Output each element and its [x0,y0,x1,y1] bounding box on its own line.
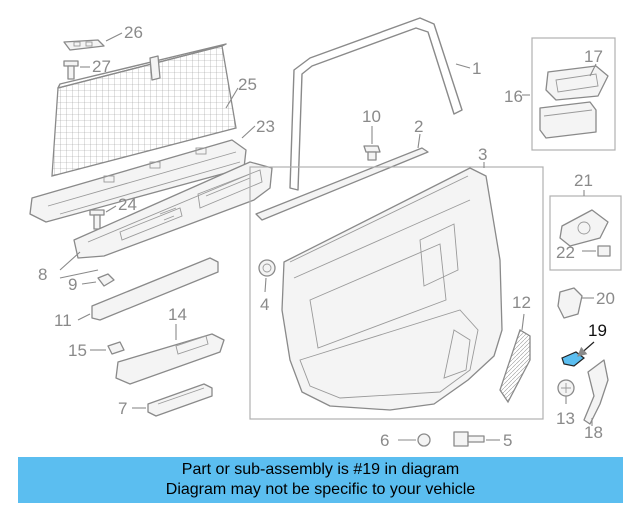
label-16: 16 [504,87,523,106]
label-20: 20 [596,289,615,308]
part-20-clip [557,287,594,319]
part-24-screw [89,205,117,230]
label-11: 11 [54,311,72,330]
label-6: 6 [380,431,389,450]
label-12: 12 [512,293,531,312]
label-22: 22 [556,243,575,262]
part-1-window-channel [289,17,471,191]
part-19-highlighted [561,341,595,367]
label-5: 5 [503,431,512,450]
label-17: 17 [584,47,603,66]
part-labels: 1 2 3 4 5 6 7 8 9 10 11 12 13 14 15 16 1… [38,23,615,450]
label-4: 4 [260,295,269,314]
label-23: 23 [256,117,275,136]
label-25: 25 [238,75,257,94]
label-3: 3 [478,145,487,164]
label-27: 27 [92,57,111,76]
part-15-clip [90,341,125,355]
part-4-grommet [258,259,276,293]
part-9-clip [81,273,115,287]
label-19: 19 [588,321,607,340]
part-6-clip [398,433,431,447]
label-1: 1 [472,59,481,78]
label-13: 13 [556,409,575,428]
part-5-screw [453,431,500,447]
banner-line-1: Part or sub-assembly is #19 in diagram [181,461,460,478]
part-13-plug [557,379,575,404]
part-11-trim-strip [77,257,219,321]
part-16-switch-assembly [522,37,616,151]
label-24: 24 [118,195,137,214]
label-21: 21 [574,171,593,190]
part-25-sunshade [51,43,239,177]
label-15: 15 [68,341,87,360]
label-10: 10 [362,107,381,126]
label-9: 9 [68,275,77,294]
label-8: 8 [38,265,47,284]
banner-line-2: Diagram may not be specific to your vehi… [165,481,476,498]
label-7: 7 [118,399,127,418]
part-14-armrest [115,324,225,385]
part-info-banner: Part or sub-assembly is #19 in diagram D… [18,457,623,503]
part-23-roller-housing [29,125,256,223]
label-26: 26 [124,23,143,42]
part-12-speaker-grille [499,313,531,404]
label-2: 2 [414,117,423,136]
part-21-handle-assembly [549,190,622,271]
part-2-belt-moulding [255,133,429,221]
label-18: 18 [584,423,603,442]
part-7-pull-handle [132,383,213,417]
label-14: 14 [168,305,187,324]
part-27-screw [63,60,90,80]
part-10-clip [363,126,381,161]
part-3-door-panel [249,162,544,420]
part-8-upper-trim [59,161,273,279]
part-26-bracket [63,32,123,51]
part-18-trim-piece [583,359,609,426]
